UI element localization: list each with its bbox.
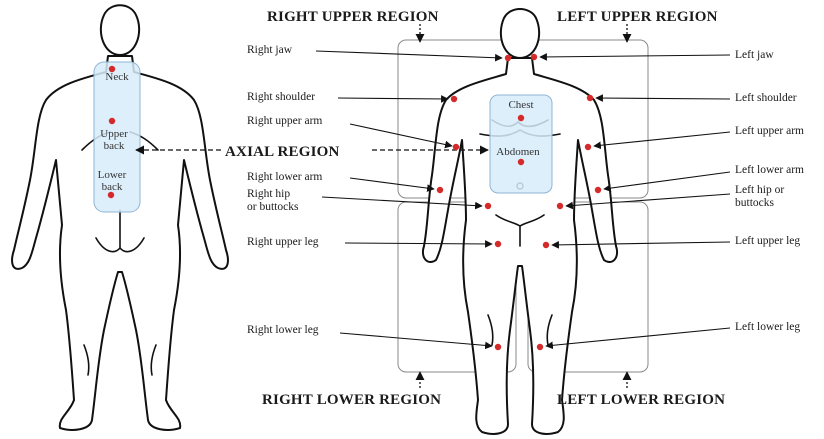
right-shoulder-marker: [451, 96, 457, 102]
right-upper-region-title: RIGHT UPPER REGION: [267, 9, 439, 25]
neck-label: Neck: [105, 71, 129, 83]
chest-label: Chest: [508, 99, 533, 111]
right-lower-arm-marker: [437, 187, 443, 193]
upper-back-label-2: back: [104, 140, 125, 152]
right-hip-label-2: or buttocks: [247, 201, 299, 213]
left-upper-leg-label: Left upper leg: [735, 235, 800, 247]
axial-region-title: AXIAL REGION: [225, 144, 340, 160]
right-lower-arm-label: Right lower arm: [247, 171, 322, 183]
right-lower-leg-label: Right lower leg: [247, 324, 319, 336]
right-lower-region-title: RIGHT LOWER REGION: [262, 392, 441, 408]
right-lower-leg-marker: [495, 344, 501, 350]
left-upper-region-title: LEFT UPPER REGION: [557, 9, 718, 25]
lower-back-label-2: back: [102, 181, 123, 193]
left-upper-leg-marker: [543, 242, 549, 248]
right-upper-leg-label: Right upper leg: [247, 236, 319, 248]
right-jaw-label: Right jaw: [247, 44, 293, 56]
chest-marker: [518, 115, 524, 121]
right-jaw-marker: [505, 55, 511, 61]
right-upper-arm-label: Right upper arm: [247, 115, 322, 127]
right-upper-leg-marker: [495, 241, 501, 247]
front-figure-head: [501, 9, 539, 58]
left-shoulder-label: Left shoulder: [735, 92, 797, 104]
left-lower-arm-label: Left lower arm: [735, 164, 804, 176]
right-hip-marker: [485, 203, 491, 209]
left-hip-label-2: buttocks: [735, 197, 774, 209]
upper-back-label-1: Upper: [100, 128, 128, 140]
abdomen-label: Abdomen: [496, 146, 540, 158]
right-shoulder-label: Right shoulder: [247, 91, 315, 103]
left-jaw-label: Left jaw: [735, 49, 774, 61]
lower-back-label-1: Lower: [98, 169, 127, 181]
right-upper-arm-marker: [453, 144, 459, 150]
left-lower-leg-label: Left lower leg: [735, 321, 800, 333]
front-view-figure: Chest Abdomen: [423, 9, 617, 434]
abdomen-marker: [518, 159, 524, 165]
left-lower-arm-marker: [595, 187, 601, 193]
left-jaw-marker: [531, 54, 537, 60]
left-hip-marker: [557, 203, 563, 209]
lower-back-marker: [108, 192, 114, 198]
left-shoulder-marker: [587, 95, 593, 101]
back-view-figure: Neck Upper back Lower back: [12, 5, 228, 430]
back-figure-outline: [101, 5, 139, 55]
left-upper-arm-marker: [585, 144, 591, 150]
neck-marker: [109, 66, 115, 72]
left-hip-label-1: Left hip or: [735, 184, 784, 196]
upper-back-marker: [109, 118, 115, 124]
left-lower-region-title: LEFT LOWER REGION: [557, 392, 725, 408]
right-hip-label-1: Right hip: [247, 188, 290, 200]
left-upper-arm-label: Left upper arm: [735, 125, 804, 137]
left-lower-leg-marker: [537, 344, 543, 350]
